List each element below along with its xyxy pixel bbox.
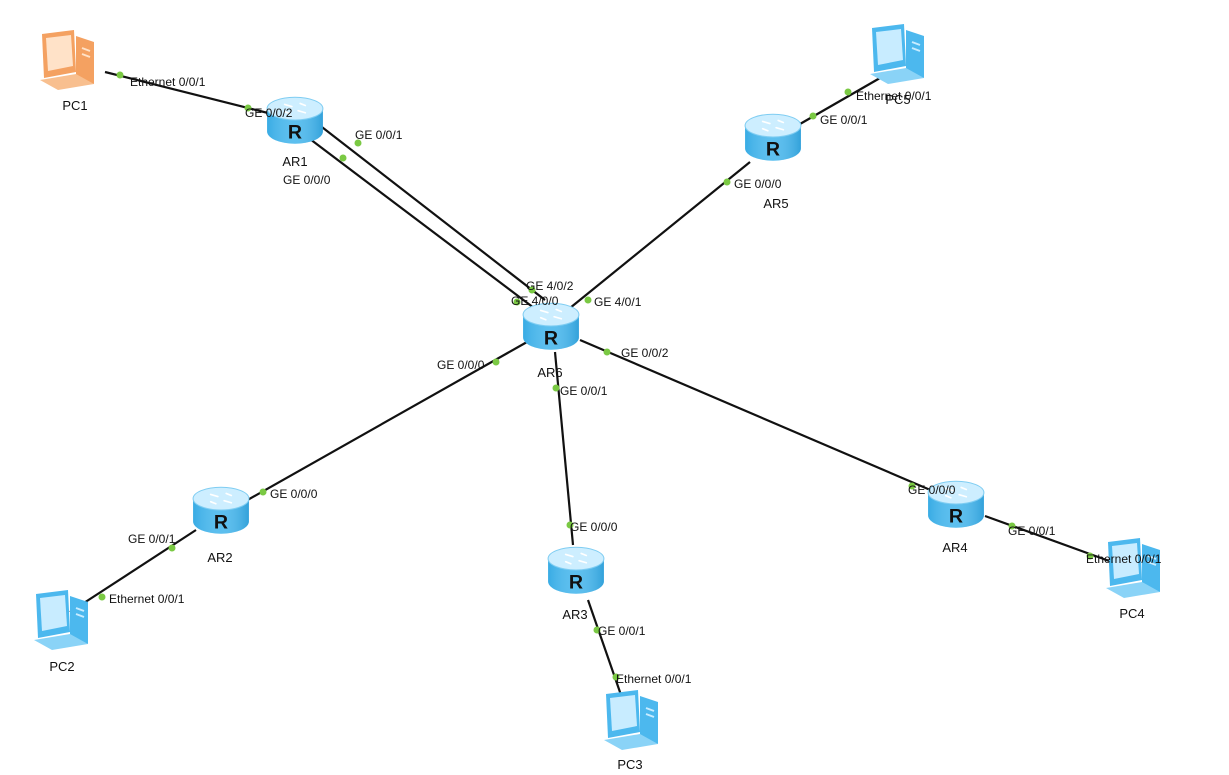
device-label-pc2: PC2 [49, 659, 74, 674]
device-ar3[interactable]: AR3 [547, 546, 605, 622]
port-dot [1008, 522, 1016, 530]
link-ar2-pc2[interactable] [69, 529, 197, 613]
device-label-ar3: AR3 [562, 607, 587, 622]
device-pc2[interactable]: PC2 [33, 589, 89, 674]
port-dot [593, 626, 601, 634]
router-icon [744, 113, 802, 162]
port-label-ar5-ge001: GE 0/0/1 [820, 113, 868, 127]
port-label-ar6-ge002: GE 0/0/2 [621, 346, 669, 360]
port-label-ar4-ge001: GE 0/0/1 [1008, 524, 1056, 538]
device-label-pc3: PC3 [617, 757, 642, 772]
device-ar2[interactable]: AR2 [192, 486, 250, 565]
port-dot [603, 348, 611, 356]
port-dot [528, 286, 536, 294]
port-dots-layer [98, 71, 1094, 681]
port-dot [492, 358, 500, 366]
port-dot [354, 139, 362, 147]
port-label-pc5-eth: Ethernet 0/0/1 [856, 89, 932, 103]
port-label-pc2-eth: Ethernet 0/0/1 [109, 592, 185, 606]
device-label-pc1: PC1 [62, 98, 87, 113]
link-ar6-ar3[interactable] [553, 351, 575, 546]
device-pc3[interactable]: PC3 [603, 689, 659, 772]
port-dot [513, 298, 521, 306]
port-labels-layer: Ethernet 0/0/1 GE 0/0/2 GE 0/0/1 GE 4/0/… [109, 75, 1162, 686]
device-label-ar2: AR2 [207, 550, 232, 565]
links-layer [69, 70, 1113, 696]
device-label-ar6: AR6 [537, 365, 562, 380]
port-dot [584, 296, 592, 304]
device-ar4[interactable]: AR4 [927, 480, 985, 555]
link-ar5-ar6[interactable] [569, 161, 751, 309]
link-ar1-ar6-b[interactable] [305, 135, 535, 309]
port-label-pc3-eth: Ethernet 0/0/1 [616, 672, 692, 686]
device-pc1[interactable]: PC1 [39, 29, 95, 113]
device-ar1[interactable]: AR1 [266, 96, 324, 169]
device-label-pc4: PC4 [1119, 606, 1144, 621]
port-dot [244, 104, 252, 112]
port-label-ar1-ge000: GE 0/0/0 [283, 173, 331, 187]
port-dot [259, 488, 267, 496]
port-dot [339, 154, 347, 162]
device-pc5[interactable]: PC5 [869, 23, 925, 107]
device-label-ar1: AR1 [282, 154, 307, 169]
pc-icon [869, 23, 925, 85]
port-dot [1086, 552, 1094, 560]
port-label-pc1-eth: Ethernet 0/0/1 [130, 75, 206, 89]
port-label-ar6-ge400: GE 4/0/0 [511, 294, 559, 308]
pc-icon [39, 29, 95, 91]
pc-icon [33, 589, 89, 651]
port-label-ar5-ge000: GE 0/0/0 [734, 177, 782, 191]
port-label-ar1-ge001: GE 0/0/1 [355, 128, 403, 142]
port-label-ar2-ge000: GE 0/0/0 [270, 487, 318, 501]
port-dot [116, 71, 124, 79]
router-icon [266, 96, 324, 145]
port-label-ar4-ge000: GE 0/0/0 [908, 483, 956, 497]
port-label-ar6-ge001: GE 0/0/1 [560, 384, 608, 398]
link-ar6-ar2[interactable] [243, 341, 528, 503]
device-ar5[interactable]: AR5 [744, 113, 802, 211]
port-label-ar6-ge401: GE 4/0/1 [594, 295, 642, 309]
port-label-ar3-ge000: GE 0/0/0 [570, 520, 618, 534]
link-ar6-ar4[interactable] [579, 338, 936, 494]
pc-icon [1105, 537, 1161, 599]
device-label-pc5: PC5 [885, 92, 910, 107]
port-dot [723, 178, 731, 186]
device-label-ar4: AR4 [942, 540, 967, 555]
port-dot [98, 593, 106, 601]
link-pc1-ar1[interactable] [104, 70, 269, 115]
port-dot [168, 544, 176, 552]
port-dot [809, 112, 817, 120]
link-ar1-ar6-a[interactable] [317, 123, 546, 301]
port-dot [552, 384, 560, 392]
port-dot [612, 673, 620, 681]
router-icon [522, 302, 580, 351]
port-label-ar2-ge001: GE 0/0/1 [128, 532, 176, 546]
device-pc4[interactable]: PC4 [1105, 537, 1161, 621]
pc-icon [603, 689, 659, 751]
port-label-ar6-ge000: GE 0/0/0 [437, 358, 485, 372]
device-label-ar5: AR5 [763, 196, 788, 211]
router-icon [547, 546, 605, 595]
router-icon [192, 486, 250, 535]
devices-layer: PC1 AR1 AR5 PC5 AR6 AR2 AR3 AR4 [33, 23, 1161, 772]
port-dot [566, 521, 574, 529]
port-dot [908, 482, 916, 490]
port-dot [844, 88, 852, 96]
port-label-pc4-eth: Ethernet 0/0/1 [1086, 552, 1162, 566]
port-label-ar6-ge402: GE 4/0/2 [526, 279, 574, 293]
port-label-ar3-ge001: GE 0/0/1 [598, 624, 646, 638]
port-label-ar1-ge002: GE 0/0/2 [245, 106, 293, 120]
device-ar6[interactable]: AR6 [522, 302, 580, 380]
